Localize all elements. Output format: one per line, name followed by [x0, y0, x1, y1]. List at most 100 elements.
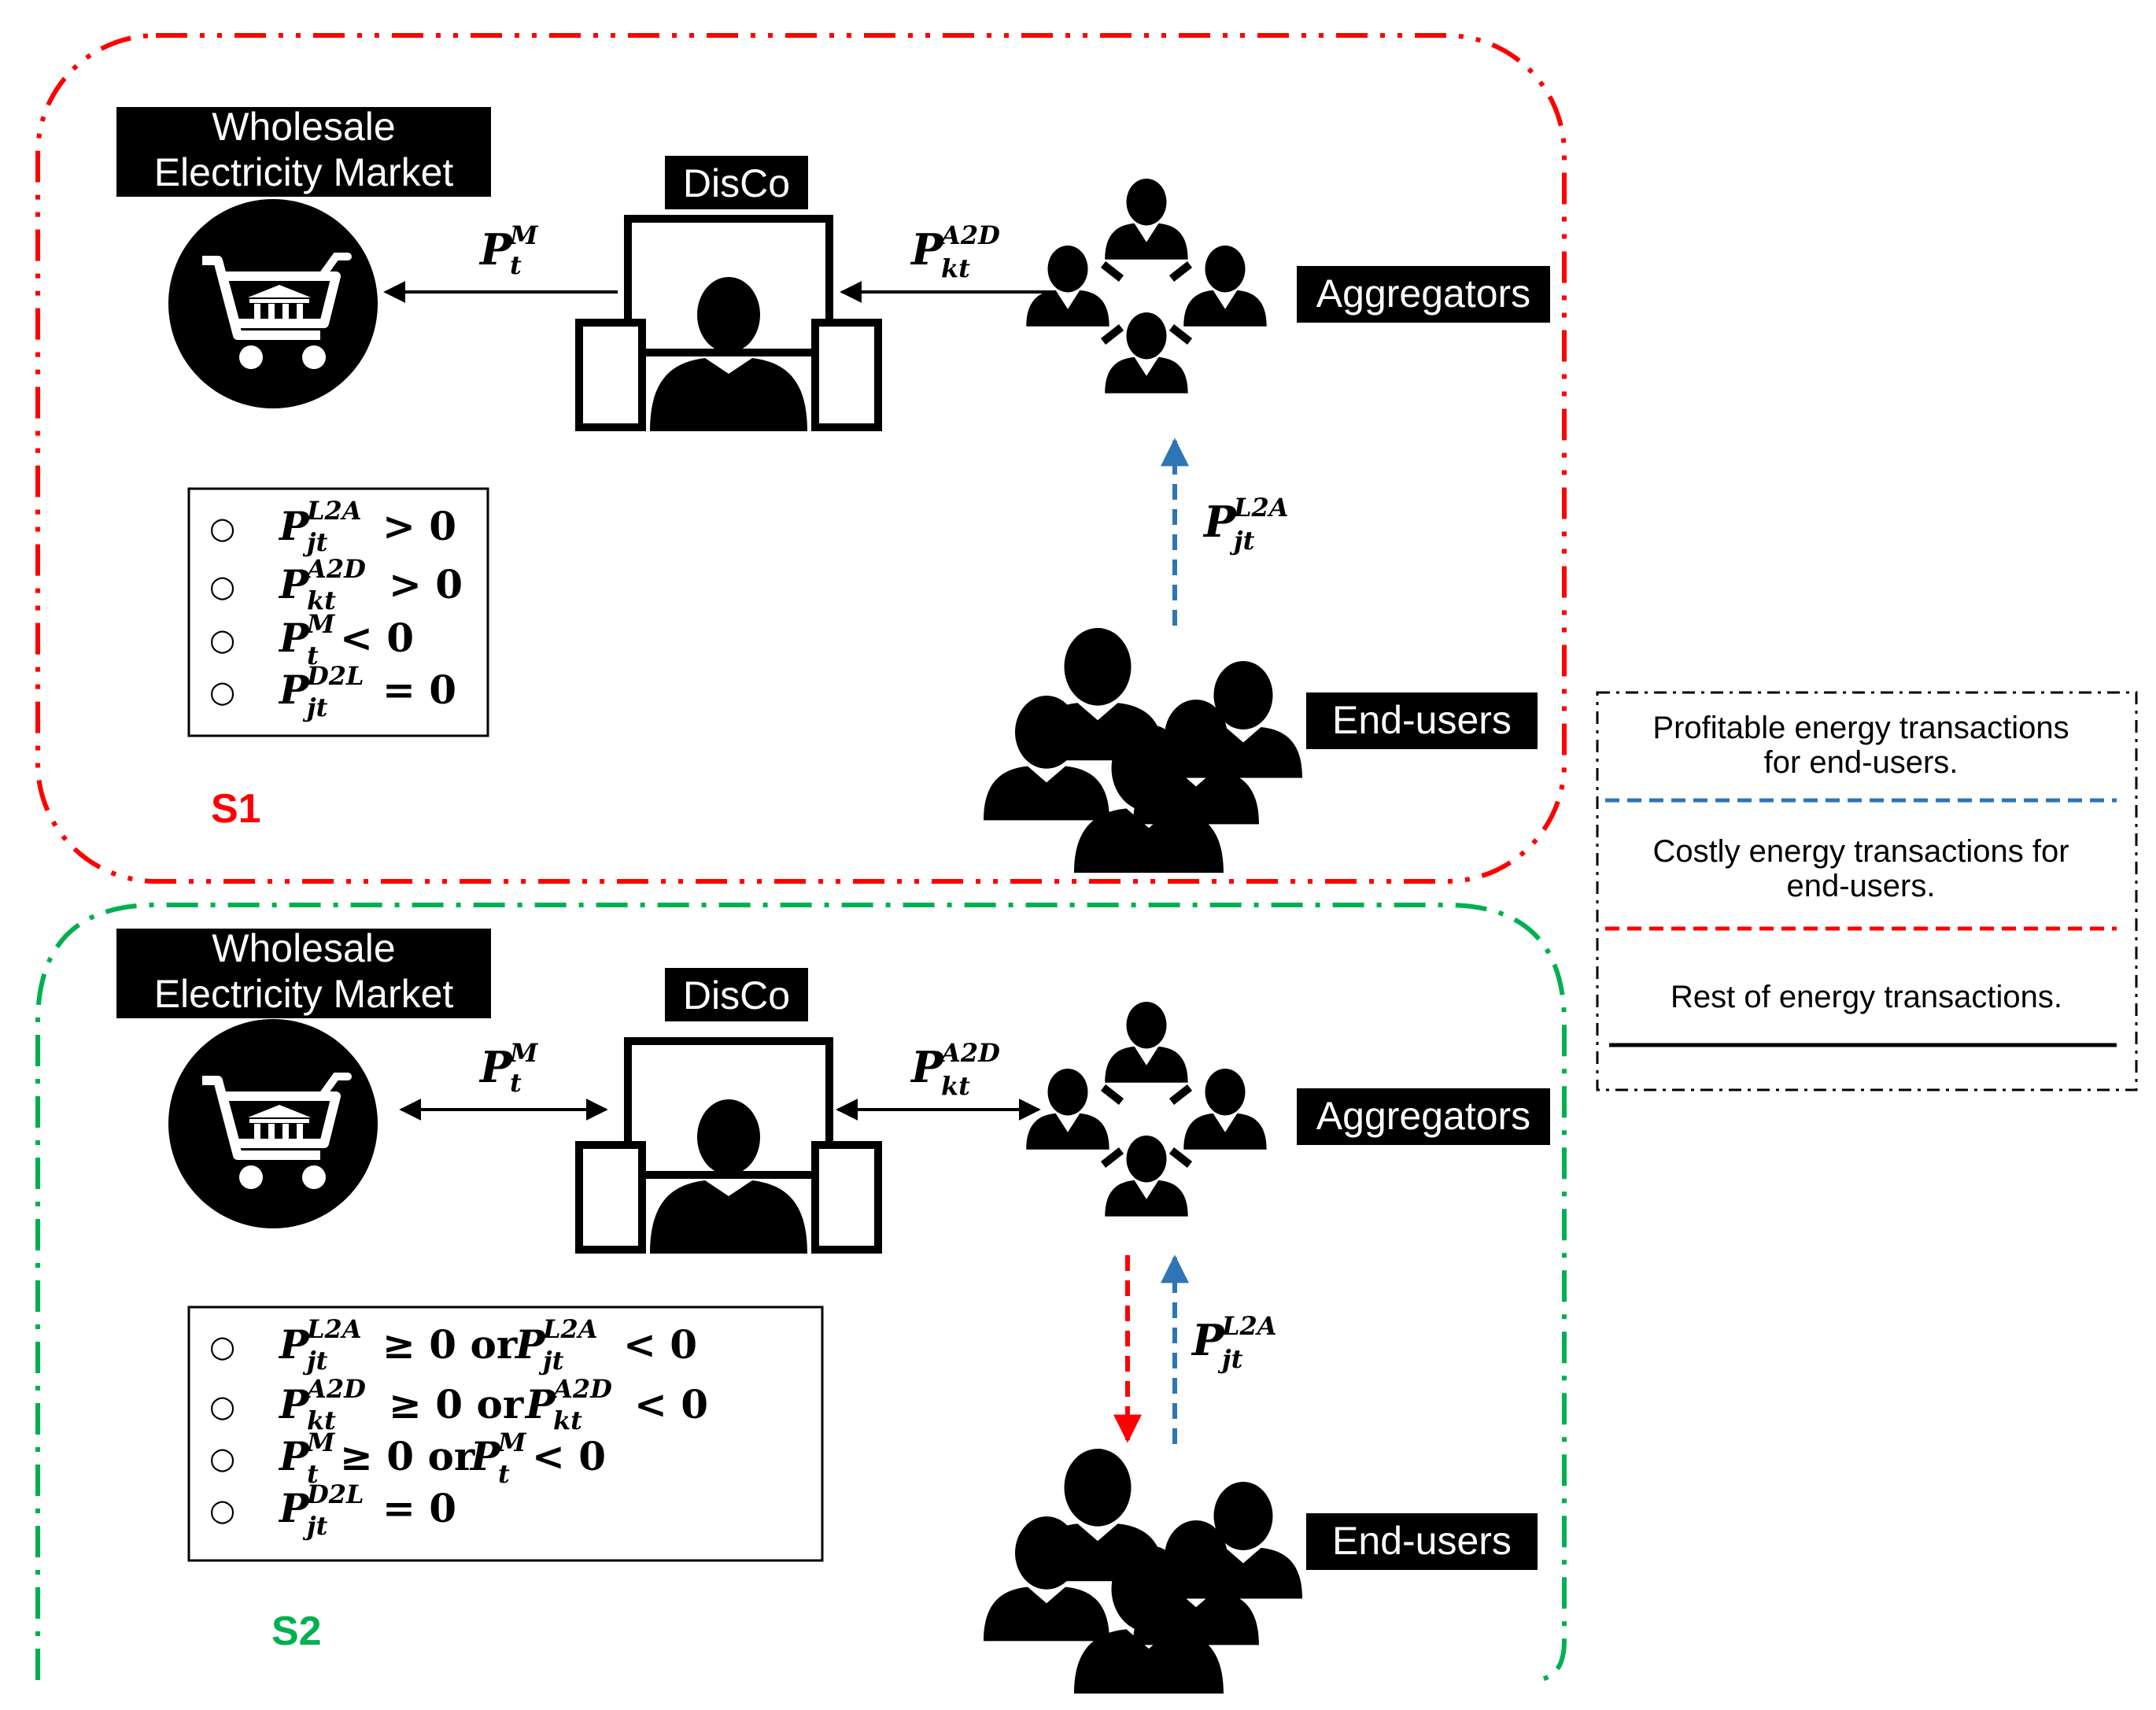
svg-text:t: t — [498, 1459, 510, 1489]
s1-disco-label: DisCo — [683, 161, 790, 205]
svg-text:Rest of energy transactions.: Rest of energy transactions. — [1671, 980, 2062, 1014]
svg-text:P: P — [278, 1381, 310, 1427]
s1-endusers-label: End-users — [1332, 698, 1512, 742]
s2-condition-1: ○ P L2A jt ≥ 0 or P L2A jt < 0 — [209, 1314, 697, 1376]
svg-text:for end-users.: for end-users. — [1764, 745, 1958, 780]
s1-aggregators-label-box — [1297, 266, 1550, 323]
legend-item-profitable: Profitable energy transactions for end-u… — [1605, 711, 2117, 803]
s2-scenario-label: S2 — [271, 1608, 322, 1654]
s1-wholesale-line1: Wholesale — [212, 105, 395, 149]
svg-text:> 0: > 0 — [382, 503, 456, 549]
svg-text:t: t — [307, 1459, 319, 1489]
s2-wholesale-line2: Electricity Market — [154, 972, 454, 1016]
svg-text:jt: jt — [1217, 1344, 1243, 1374]
svg-text:jt: jt — [302, 527, 328, 557]
svg-text:kt: kt — [307, 1405, 336, 1435]
s2-flow-a2d: P A2D kt — [910, 1038, 1000, 1101]
svg-text:< 0: < 0 — [623, 1321, 697, 1368]
s1-condition-4: ○ P D2L jt = 0 — [209, 661, 456, 722]
svg-text:L2A: L2A — [542, 1314, 598, 1344]
s2-content: Wholesale Electricity Market DisCo Aggre… — [116, 926, 1550, 1693]
svg-text:D2L: D2L — [306, 661, 364, 691]
svg-text:P: P — [278, 1433, 310, 1479]
svg-text:○: ○ — [209, 674, 235, 709]
s1-disco-label-box — [665, 156, 808, 209]
s2-condition-4: ○ P D2L jt = 0 — [209, 1479, 456, 1541]
s1-aggregators-label: Aggregators — [1316, 271, 1530, 316]
svg-text:M: M — [497, 1427, 527, 1457]
s1-conditions-box — [187, 487, 489, 737]
svg-text:t: t — [307, 641, 319, 670]
svg-text:< 0: < 0 — [340, 615, 414, 661]
s2-flow-l2a: P L2A jt — [1191, 1311, 1277, 1374]
svg-text:jt: jt — [302, 1511, 328, 1541]
svg-text:D2L: D2L — [306, 1479, 364, 1509]
svg-text:= 0: = 0 — [382, 667, 456, 713]
svg-text:≥ 0 or: ≥ 0 or — [382, 1321, 518, 1368]
shopping-cart-icon — [168, 199, 378, 408]
s1-wholesale-label-box — [116, 107, 491, 197]
svg-text:○: ○ — [209, 1493, 235, 1527]
s2-aggregators-label-box — [1297, 1088, 1550, 1145]
svg-text:○: ○ — [209, 1441, 235, 1475]
s2-frame — [35, 903, 1567, 1682]
svg-text:M: M — [509, 1038, 539, 1068]
computer-operator-icon — [579, 219, 878, 431]
s2-aggregators-label: Aggregators — [1316, 1094, 1530, 1138]
s1-scenario-label: S1 — [211, 786, 261, 832]
s1-flow-l2a: P L2A jt — [1202, 493, 1289, 556]
svg-text:L2A: L2A — [1233, 493, 1289, 523]
svg-text:P: P — [910, 1042, 944, 1092]
s1-condition-1: ○ P L2A jt > 0 — [209, 496, 456, 557]
svg-text:≥ 0 or: ≥ 0 or — [389, 1381, 524, 1427]
svg-text:P: P — [278, 615, 310, 661]
s1-frame — [35, 33, 1567, 884]
svg-text:> 0: > 0 — [389, 561, 463, 608]
s2-disco-label-box — [665, 968, 808, 1021]
svg-text:○: ○ — [209, 1329, 235, 1364]
s1-content: Wholesale Electricity Market DisCo Aggre… — [116, 105, 1550, 873]
svg-text:jt: jt — [302, 1346, 328, 1376]
svg-text:P: P — [278, 503, 310, 549]
svg-text:jt: jt — [1229, 526, 1255, 556]
svg-text:P: P — [278, 1321, 310, 1368]
svg-text:○: ○ — [209, 622, 235, 657]
svg-text:A2D: A2D — [551, 1374, 612, 1404]
svg-text:M: M — [509, 220, 539, 250]
svg-text:P: P — [278, 561, 310, 608]
aggregators-group-icon — [1026, 179, 1266, 393]
svg-text:M: M — [306, 1427, 336, 1457]
svg-text:P: P — [478, 1042, 513, 1092]
svg-text:○: ○ — [209, 511, 235, 545]
svg-text:L2A: L2A — [306, 1314, 362, 1344]
legend-item-costly: Costly energy transactions for end-users… — [1605, 834, 2117, 931]
s1-wholesale-line2: Electricity Market — [154, 150, 454, 194]
svg-text:P: P — [524, 1381, 556, 1427]
s2-conditions-box — [187, 1306, 824, 1562]
svg-text:≥ 0 or: ≥ 0 or — [340, 1433, 475, 1479]
svg-text:< 0: < 0 — [532, 1433, 606, 1479]
svg-text:A2D: A2D — [305, 554, 366, 584]
svg-text:P: P — [469, 1433, 501, 1479]
svg-text:L2A: L2A — [306, 496, 362, 526]
svg-text:Profitable energy transactions: Profitable energy transactions — [1652, 711, 2069, 745]
s2-flow-m: P M t — [478, 1038, 539, 1098]
s2-endusers-label: End-users — [1332, 1519, 1512, 1563]
svg-text:kt: kt — [307, 585, 336, 615]
s2-disco-label: DisCo — [683, 973, 790, 1018]
s2-condition-3: ○ P M t ≥ 0 or P M t < 0 — [209, 1427, 606, 1489]
computer-operator-icon — [579, 1041, 878, 1254]
aggregators-group-icon — [1026, 1002, 1266, 1217]
s2-wholesale-line1: Wholesale — [212, 926, 395, 970]
svg-text:jt: jt — [538, 1346, 564, 1376]
svg-text:A2D: A2D — [939, 220, 1000, 250]
svg-text:end-users.: end-users. — [1787, 869, 1936, 903]
s1-condition-3: ○ P M t < 0 — [209, 609, 414, 670]
svg-text:= 0: = 0 — [382, 1485, 456, 1531]
svg-text:P: P — [910, 224, 944, 275]
svg-text:P: P — [1191, 1315, 1225, 1365]
svg-text:○: ○ — [209, 569, 235, 604]
svg-text:kt: kt — [941, 253, 970, 283]
s2-condition-2: ○ P A2D kt ≥ 0 or P A2D kt < 0 — [209, 1374, 708, 1435]
